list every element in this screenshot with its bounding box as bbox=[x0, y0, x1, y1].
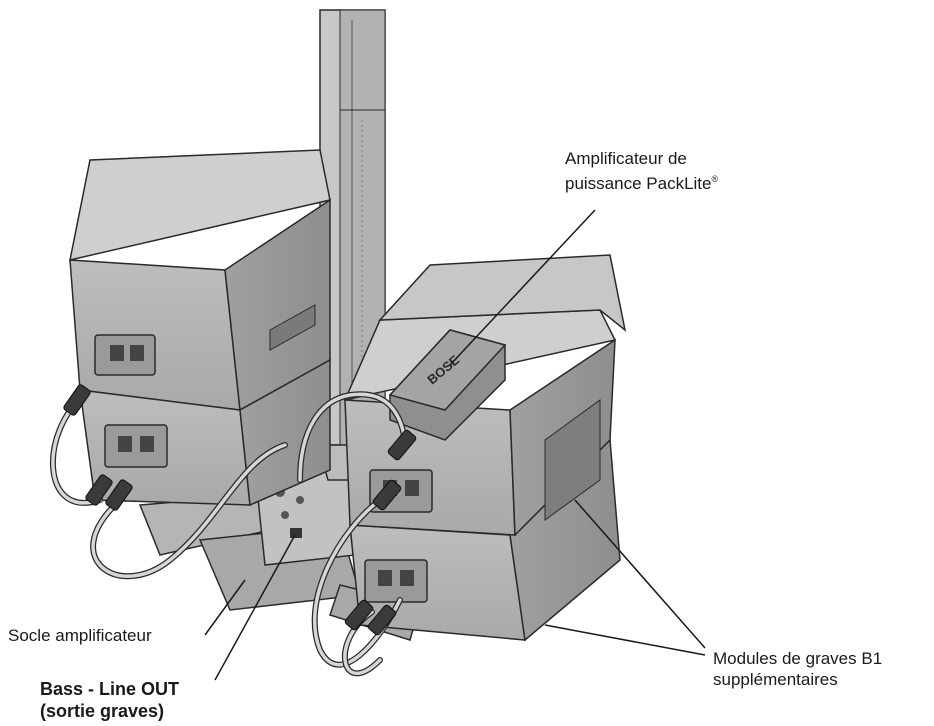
label-bass-line-out: Bass - Line OUT (sortie graves) bbox=[40, 678, 179, 722]
label-amplifier-base: Socle amplificateur bbox=[8, 625, 152, 646]
left-bass-module-bottom bbox=[79, 358, 331, 507]
callout-line-bass-out bbox=[214, 534, 296, 681]
registered-mark: ® bbox=[711, 174, 719, 184]
label-amplifier-line1: Amplificateur de bbox=[565, 149, 687, 168]
cables bbox=[49, 391, 408, 677]
callout-line-base bbox=[204, 579, 246, 636]
callout-line-module-lower bbox=[544, 624, 706, 656]
cable-connectors bbox=[63, 384, 417, 636]
callout-line-module-upper bbox=[574, 499, 706, 649]
label-amplifier-line2-text: puissance PackLite bbox=[565, 174, 712, 193]
callout-line-amplifier bbox=[449, 209, 596, 366]
label-bass-out-line2: (sortie graves) bbox=[40, 701, 165, 721]
label-b1-bass-modules: Modules de graves B1 supplémentaires bbox=[713, 648, 882, 690]
label-amplifier-line2: puissance PackLite® bbox=[565, 169, 718, 194]
label-base-text: Socle amplificateur bbox=[8, 626, 152, 645]
label-packlite-amplifier: Amplificateur de puissance PackLite® bbox=[565, 148, 718, 194]
callout-lines bbox=[204, 209, 706, 681]
label-modules-line2: supplémentaires bbox=[713, 670, 838, 689]
label-bass-out-line1: Bass - Line OUT bbox=[40, 679, 180, 699]
label-modules-line1: Modules de graves B1 bbox=[713, 649, 883, 668]
left-bass-module-top bbox=[69, 149, 331, 412]
